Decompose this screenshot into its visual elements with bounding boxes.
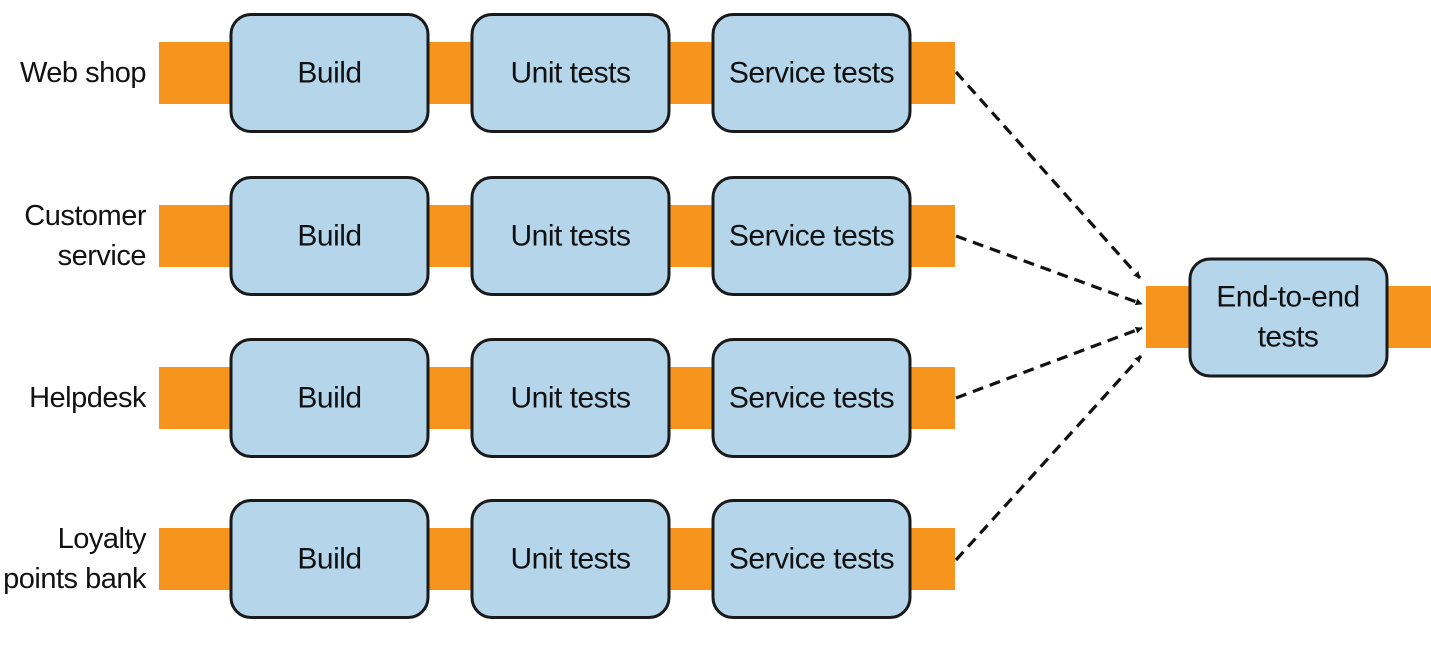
stage-label: Unit tests — [510, 220, 630, 253]
pipeline-row: Loyalty points bank Build Unit tests Service… — [3, 499, 955, 619]
stage-box: Build — [229, 338, 430, 458]
stage-box: Build — [229, 176, 430, 296]
stage-box: Unit tests — [470, 13, 671, 133]
pipeline-name-label: Loyalty — [58, 523, 147, 555]
end-to-end-stage-label: End-to-end — [1216, 281, 1359, 314]
stage-box-shape — [229, 176, 430, 296]
pipeline-name-label: Customer — [24, 200, 147, 232]
stage-box-shape — [711, 338, 912, 458]
stage-box: Service tests — [711, 176, 912, 296]
dashed-arrow — [955, 326, 1143, 400]
pipeline-row: Web shop Build Unit tests Service tests — [20, 13, 955, 133]
pipeline-row: Helpdesk Build Unit tests Service tests — [29, 338, 955, 458]
dashed-arrow — [955, 234, 1143, 306]
stage-label: Build — [297, 57, 361, 90]
stage-box-shape — [229, 338, 430, 458]
stage-box-shape — [470, 338, 671, 458]
stage-box: Build — [229, 499, 430, 619]
stage-box: Service tests — [711, 499, 912, 619]
stage-box: Service tests — [711, 13, 912, 133]
end-to-end-stage-box: End-to-end tests — [1188, 257, 1389, 378]
stage-box-shape — [470, 176, 671, 296]
pipeline-name-label: Helpdesk — [29, 382, 147, 414]
stage-label: Build — [297, 382, 361, 415]
pipeline-row: Customer service Build Unit tests Service te… — [24, 176, 955, 296]
stage-label: Unit tests — [510, 543, 630, 576]
stage-label: Build — [297, 543, 361, 576]
dashed-arrow — [954, 70, 1142, 280]
stage-box: Unit tests — [470, 176, 671, 296]
stage-box-shape — [711, 176, 912, 296]
stage-label: Service tests — [729, 220, 894, 253]
stage-box-shape — [711, 499, 912, 619]
stage-label: Service tests — [729, 543, 894, 576]
fan-in-arrows — [954, 70, 1143, 562]
end-to-end-stage-label: tests — [1258, 321, 1319, 354]
stage-label: Unit tests — [510, 382, 630, 415]
stage-label: Service tests — [729, 57, 894, 90]
stage-box: Build — [229, 13, 430, 133]
pipeline-name-label: Web shop — [20, 57, 146, 89]
stage-label: Build — [297, 220, 361, 253]
stage-label: Unit tests — [510, 57, 630, 90]
pipeline-name-label: points bank — [3, 563, 147, 595]
stage-box-shape — [711, 13, 912, 133]
pipeline-name-label: service — [58, 240, 146, 272]
stage-box: Unit tests — [470, 338, 671, 458]
stage-box: Service tests — [711, 338, 912, 458]
end-to-end-pipeline: End-to-end tests — [1146, 257, 1431, 378]
dashed-arrow — [954, 354, 1143, 562]
stage-label: Service tests — [729, 382, 894, 415]
stage-box-shape — [470, 13, 671, 133]
stage-box-shape — [229, 499, 430, 619]
stage-box-shape — [1188, 257, 1389, 378]
stage-box-shape — [229, 13, 430, 133]
stage-box-shape — [470, 499, 671, 619]
stage-box: Unit tests — [470, 499, 671, 619]
